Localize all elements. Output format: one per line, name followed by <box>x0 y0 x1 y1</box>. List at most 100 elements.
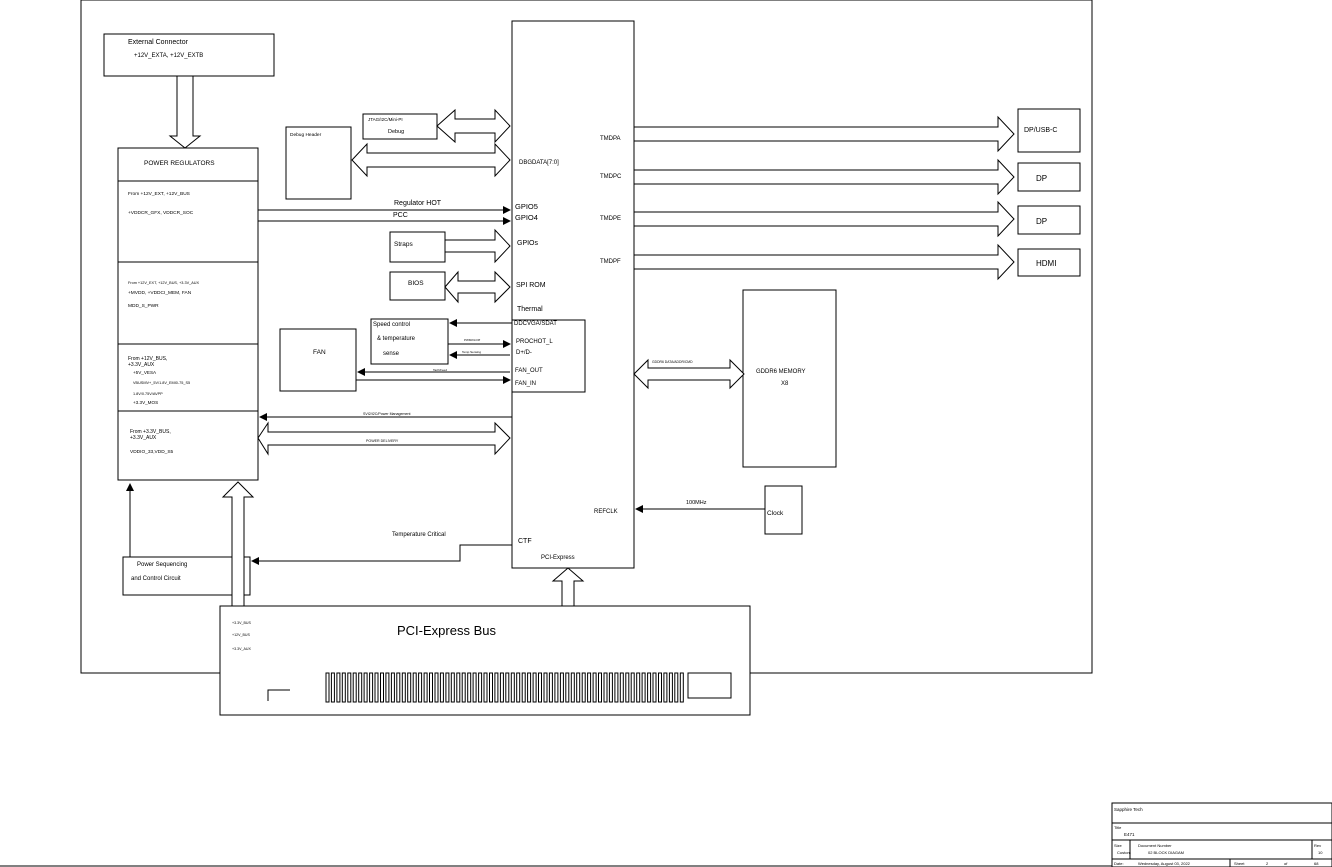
debug-header-block: Debug Header <box>285 126 352 200</box>
regulator-output: VBUSMV+_5V/1.8V_EMI0-75_S5 <box>133 381 190 385</box>
pcie-edge-finger <box>625 672 630 703</box>
dp-block-1: DP <box>1017 162 1081 192</box>
pcie-edge-finger <box>358 672 363 703</box>
memory-bus-label: GDDR6 DATA/ADDR/CMD <box>652 360 693 364</box>
pin-tmdpf: TMDPF <box>600 259 621 265</box>
pcie-rail: +3.3V_AUX <box>232 647 251 651</box>
jtag-block: JTAG/I2C/Mini-PI Debug <box>362 113 438 140</box>
pin-prochot: PROCHOT_L <box>516 339 553 345</box>
title-block-of-label: of <box>1284 861 1288 866</box>
pin-gpio4: GPIO4 <box>515 213 538 222</box>
pcie-edge-finger <box>412 672 417 703</box>
pcie-edge-finger <box>445 672 450 703</box>
gpu-chip-block: DBGDATA[7:0] GPIO5 GPIO4 GPIOs SPI ROM T… <box>511 20 635 569</box>
title-block-docnum-value: 02 BLOCK DIAGAM <box>1148 850 1184 855</box>
pcie-rail: +3.3V_BUS <box>232 621 251 625</box>
pcie-edge-finger <box>467 672 472 703</box>
dp-block-2: DP <box>1017 205 1081 235</box>
power-regulators-title: POWER REGULATORS <box>144 160 215 167</box>
pcie-edge-finger <box>369 672 374 703</box>
pcie-edge-finger <box>407 672 412 703</box>
power-seq-line: Power Sequencing <box>137 562 187 568</box>
regulator-hot-label: Regulator HOT <box>394 200 442 207</box>
temp-sense-label: Temp Sensing <box>462 350 481 354</box>
pin-spi-rom: SPI ROM <box>516 282 546 289</box>
dp-usbc-label: DP/USB-C <box>1024 127 1057 134</box>
pin-dplus: D+/D- <box>516 350 532 356</box>
pcie-edge-finger <box>668 672 673 703</box>
pcie-edge-finger <box>587 672 592 703</box>
pcie-edge-finger <box>401 672 406 703</box>
pcie-edge-finger <box>592 672 597 703</box>
regulator-output: MDD_S_PWR <box>128 303 159 309</box>
pcie-edge-fingers <box>325 672 684 703</box>
pcie-edge-finger <box>658 672 662 703</box>
hdmi-block: HDMI <box>1017 248 1081 277</box>
pcie-edge-finger <box>559 672 564 703</box>
regulator-from-4b: +3.3V_AUX <box>130 435 157 441</box>
pcie-edge-finger <box>619 672 624 703</box>
pcie-edge-finger <box>565 672 570 703</box>
dp-usbc-block: DP/USB-C <box>1017 108 1081 153</box>
title-block-title-value: E471 <box>1124 832 1135 837</box>
clock-label: Clock <box>767 510 784 517</box>
fan-label: FAN <box>313 349 326 356</box>
clock-block: Clock <box>764 485 803 535</box>
tmdpf-link <box>633 243 1015 281</box>
title-block-rev-label: Rev <box>1314 843 1321 848</box>
memory-bus-arrow <box>633 358 745 390</box>
title-block-size-label: Size <box>1114 843 1123 848</box>
pcie-edge-finger <box>478 672 483 703</box>
title-block-sheet-value: 2 <box>1266 861 1269 866</box>
bios-arrow <box>444 270 511 304</box>
pin-ctf: CTF <box>518 538 532 545</box>
pcie-edge-finger <box>423 672 428 703</box>
pcie-edge-finger <box>521 672 526 703</box>
pcie-edge-finger <box>554 672 559 703</box>
pin-gpio5: GPIO5 <box>515 202 538 211</box>
pcie-edge-finger <box>630 672 635 703</box>
pcc-label: PCC <box>393 212 408 219</box>
title-block-title-label: Title <box>1114 825 1122 830</box>
external-connector-block: External Connector +12V_EXTA, +12V_EXTB <box>103 33 275 77</box>
speed-control-line: sense <box>383 351 400 357</box>
regulator-from-3b: +3.3V_AUX <box>128 362 155 368</box>
title-block-of-value: 68 <box>1314 861 1319 866</box>
pcie-edge-finger <box>456 672 461 703</box>
pin-tmdpc: TMDPC <box>600 174 622 180</box>
title-block-company: Sapphire Tech <box>1114 807 1143 812</box>
pcie-edge-finger <box>439 672 444 703</box>
external-connector-title: External Connector <box>128 39 189 46</box>
pcie-edge-finger <box>450 672 455 703</box>
pcie-edge-finger <box>418 672 423 703</box>
pcie-edge-finger <box>532 672 537 703</box>
pcie-edge-finger <box>674 672 679 703</box>
regulator-from-3: From +12V_BUS, <box>128 356 167 362</box>
pwm-label: PWM/OnOff <box>464 338 480 342</box>
power-delivery-arrow <box>257 421 511 456</box>
title-block-date-value: Wednesday, August 03, 2022 <box>1138 861 1191 866</box>
regulator-from-4: From +3.3V_BUS, <box>130 429 171 435</box>
pcie-edge-finger <box>505 672 510 703</box>
title-block: Sapphire Tech Title E471 Size Custom Doc… <box>1111 802 1332 867</box>
straps-label: Straps <box>394 241 414 248</box>
debug-bus-arrow <box>351 142 511 178</box>
pcie-edge-finger <box>429 672 433 703</box>
pcie-edge-finger <box>679 672 684 703</box>
pcie-edge-finger <box>543 672 548 703</box>
regulator-output: +3.3V_MOS <box>133 400 158 405</box>
speed-control-line: Speed control <box>373 322 410 328</box>
pin-tmdpa: TMDPA <box>600 136 621 142</box>
jtag-arrow <box>436 108 511 144</box>
pcie-edge-finger <box>494 672 499 703</box>
tmdpe-link <box>633 200 1015 238</box>
memory-title: GDDR6 MEMORY <box>756 369 806 375</box>
pin-gpios: GPIOs <box>517 240 539 247</box>
pcie-edge-finger <box>325 672 330 703</box>
clock-freq-label: 100MHz <box>686 500 707 506</box>
straps-arrow <box>444 228 511 264</box>
power-regulators-block: POWER REGULATORS From +12V_EXT, +12V_BUS… <box>117 147 259 481</box>
pcie-edge-finger <box>641 672 646 703</box>
pcie-edge-finger <box>434 672 439 703</box>
